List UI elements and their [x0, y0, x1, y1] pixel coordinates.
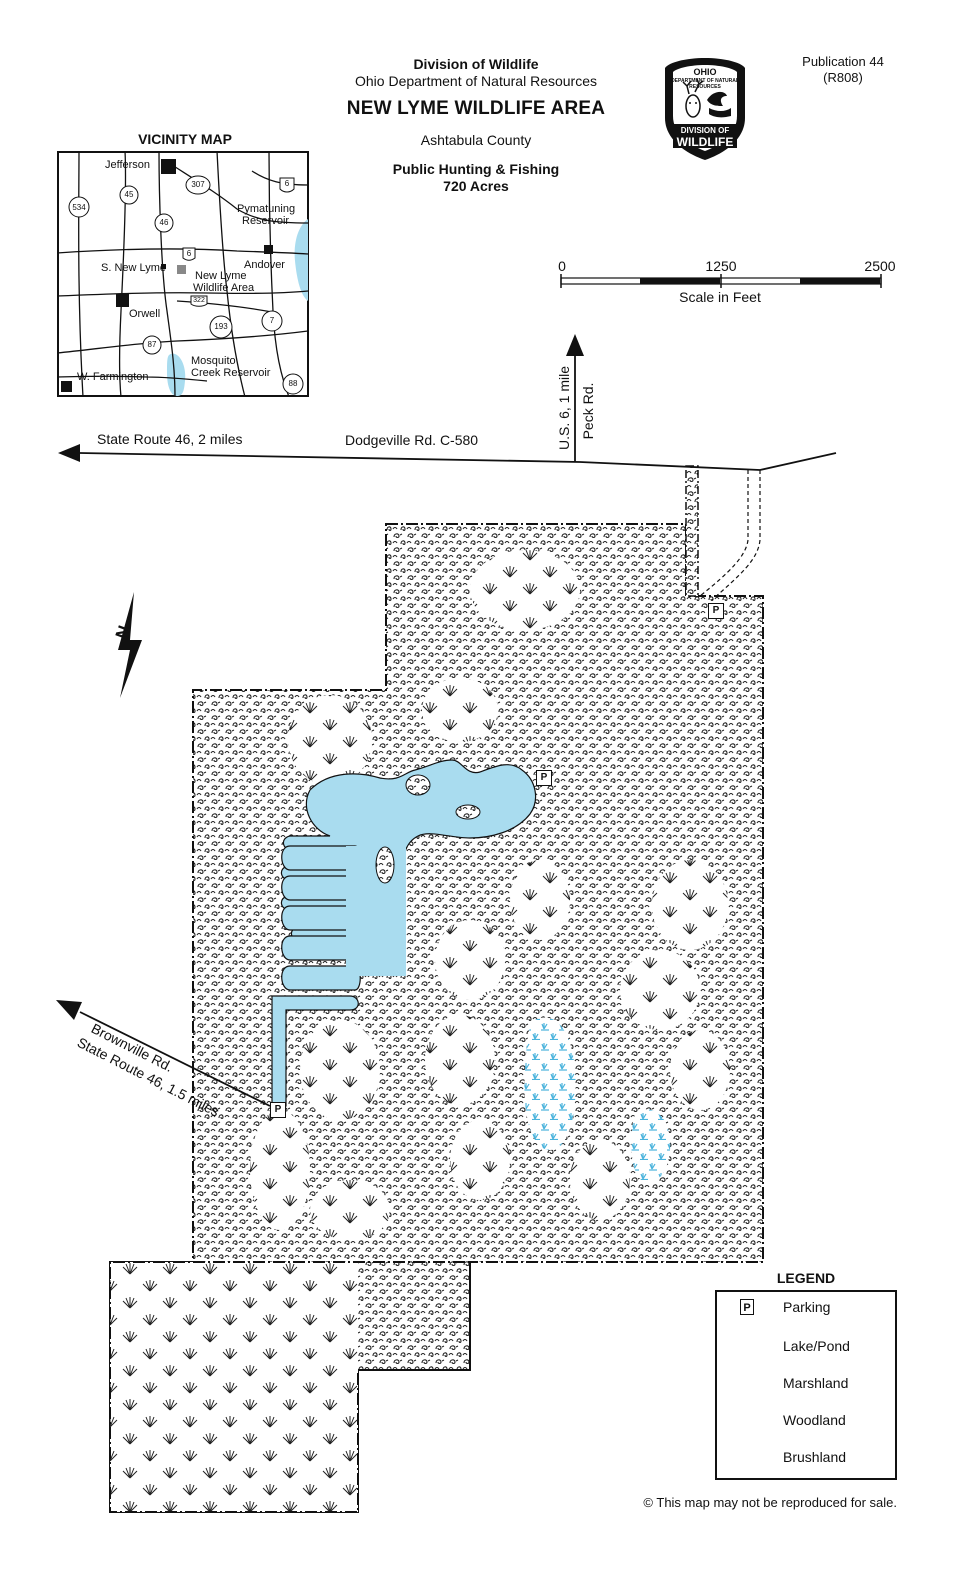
badge-bottom-text: DIVISION OF — [680, 126, 730, 135]
county-name: Ashtabula County — [420, 132, 532, 148]
legend-title: LEGEND — [776, 1270, 836, 1286]
arrow-north-icon — [566, 334, 584, 356]
scale-tick-1250: 1250 — [705, 258, 737, 274]
creek-reservoir-label: Creek Reservoir — [191, 367, 271, 379]
orwell-marker — [116, 294, 129, 307]
route-87-label: 87 — [147, 340, 157, 349]
legend-label-brush: Brushland — [783, 1449, 847, 1465]
legend: P Parking Lake/Pond Marshland Woodland B… — [715, 1290, 897, 1480]
peck-road-label: Peck Rd. — [580, 382, 596, 440]
dodgeville-road-label: Dodgeville Rd. C-580 — [345, 432, 479, 448]
subtitle: Public Hunting & Fishing — [392, 161, 560, 177]
scale-bar — [560, 274, 882, 288]
w-farmington-label: W. Farmington — [77, 371, 149, 383]
legend-item-parking: P Parking — [737, 1299, 830, 1315]
route-534-label: 534 — [72, 203, 86, 212]
vicinity-map-title: VICINITY MAP — [138, 131, 232, 147]
publication-number: Publication 44 — [802, 54, 884, 69]
deer-head-icon — [682, 78, 704, 118]
andover-marker — [264, 245, 273, 254]
division-of-wildlife-badge: OHIO DEPARTMENT OF NATURAL RESOURCES DIV… — [661, 56, 749, 162]
badge-wildlife-text: WILDLIFE — [676, 135, 734, 149]
parking-icon: P — [740, 1299, 754, 1315]
us6-label: U.S. 6, 1 mile — [556, 365, 572, 451]
jefferson-label: Jefferson — [105, 159, 151, 171]
route-6-label: 6 — [284, 179, 290, 188]
route-193-label: 193 — [214, 322, 228, 331]
wildlife-area-label: Wildlife Area — [193, 282, 255, 294]
new-lyme-area-marker — [177, 265, 186, 274]
legend-item-lake: Lake/Pond — [737, 1336, 850, 1356]
copyright-notice: © This map may not be reproduced for sal… — [643, 1495, 897, 1510]
parking-icon-north: P — [708, 603, 724, 619]
mosquito-label: Mosquito — [191, 355, 236, 367]
route-45-label: 45 — [124, 190, 134, 199]
w-farmington-marker — [61, 381, 72, 392]
legend-label-wood: Woodland — [783, 1412, 846, 1428]
andover-label: Andover — [244, 259, 285, 271]
jefferson-marker — [161, 159, 176, 174]
scale-tick-0: 0 — [558, 258, 566, 274]
route-322-label: 322 — [193, 297, 205, 304]
legend-label-lake: Lake/Pond — [783, 1338, 850, 1354]
brushland-area — [110, 1262, 358, 1512]
north-arrow-icon — [118, 592, 142, 698]
legend-label-parking: Parking — [783, 1299, 831, 1315]
marshland-area-2 — [631, 1109, 671, 1183]
sr46-2mi-label: State Route 46, 2 miles — [97, 431, 243, 447]
revision-code: (R808) — [823, 70, 863, 85]
arrow-west-icon — [58, 444, 80, 462]
route-6-label-2: 6 — [186, 249, 192, 258]
orwell-label: Orwell — [129, 308, 161, 320]
legend-item-marsh: Marshland — [737, 1373, 848, 1393]
pymatuning-label: Pymatuning — [237, 203, 296, 215]
marshland-area-1 — [524, 1017, 576, 1150]
scale-label: Scale in Feet — [679, 289, 761, 305]
organization-name: Division of Wildlife — [413, 56, 539, 72]
parking-icon-lake: P — [536, 770, 552, 786]
legend-item-brush: Brushland — [737, 1447, 846, 1467]
legend-item-wood: Woodland — [737, 1410, 846, 1430]
acreage: 720 Acres — [443, 178, 509, 194]
route-307-label: 307 — [191, 180, 205, 189]
map-title: NEW LYME WILDLIFE AREA — [346, 98, 606, 119]
route-46-label: 46 — [159, 218, 169, 227]
vicinity-map: 534 45 46 307 6 6 322 193 7 87 88 Jeffer… — [57, 151, 309, 397]
badge-top-text: OHIO — [693, 67, 717, 77]
s-new-lyme-marker — [161, 264, 166, 269]
bird-icon — [707, 91, 731, 118]
s-new-lyme-label: S. New Lyme — [101, 262, 167, 274]
new-lyme-label: New Lyme — [195, 270, 247, 282]
arrow-northwest-icon — [56, 1000, 82, 1020]
badge-ring-text: DEPARTMENT OF NATURAL RESOURCES — [671, 78, 739, 90]
legend-label-marsh: Marshland — [783, 1375, 849, 1391]
route-7-label: 7 — [269, 316, 275, 325]
reservoir-label: Reservoir — [242, 215, 290, 227]
scale-tick-2500: 2500 — [864, 258, 896, 274]
route-88-label: 88 — [288, 379, 298, 388]
parking-icon-southwest: P — [270, 1102, 286, 1118]
department-name: Ohio Department of Natural Resources — [355, 73, 597, 89]
